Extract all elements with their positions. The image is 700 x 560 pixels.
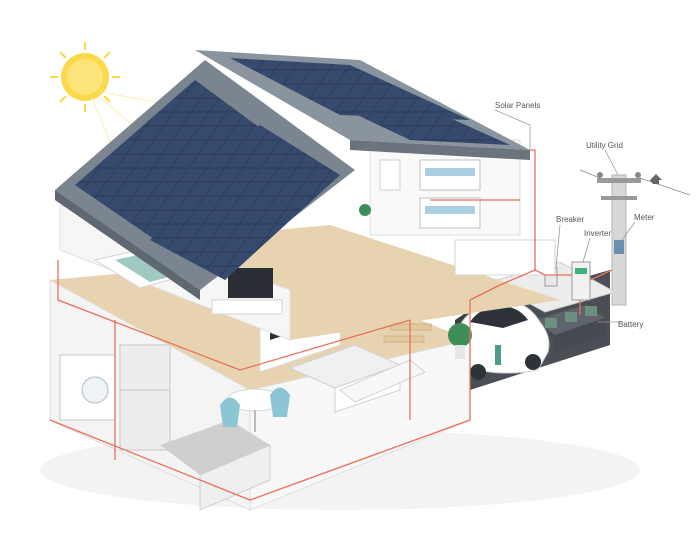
utility-pole xyxy=(579,169,691,306)
callout-leaders xyxy=(494,109,636,323)
power-wiring xyxy=(49,149,613,501)
inverter-label: Inverter xyxy=(584,229,612,238)
solar-panel-array-left xyxy=(75,80,290,250)
utility-grid-label: Utility Grid xyxy=(586,141,623,150)
meter-icon xyxy=(614,240,624,254)
solar-panels-label: Solar Panels xyxy=(495,101,541,110)
sun-icon xyxy=(50,42,201,161)
solar-panel-array-center xyxy=(150,125,340,280)
electric-car-icon xyxy=(454,300,550,380)
left-roof xyxy=(55,60,355,300)
meter-label: Meter xyxy=(634,213,655,222)
inverter-icon xyxy=(571,261,591,301)
battery-icon xyxy=(535,305,605,352)
solar-panel-array-right-front xyxy=(315,95,510,145)
breaker-label: Breaker xyxy=(556,215,585,224)
right-roof xyxy=(195,50,530,160)
battery-label: Battery xyxy=(618,320,644,329)
